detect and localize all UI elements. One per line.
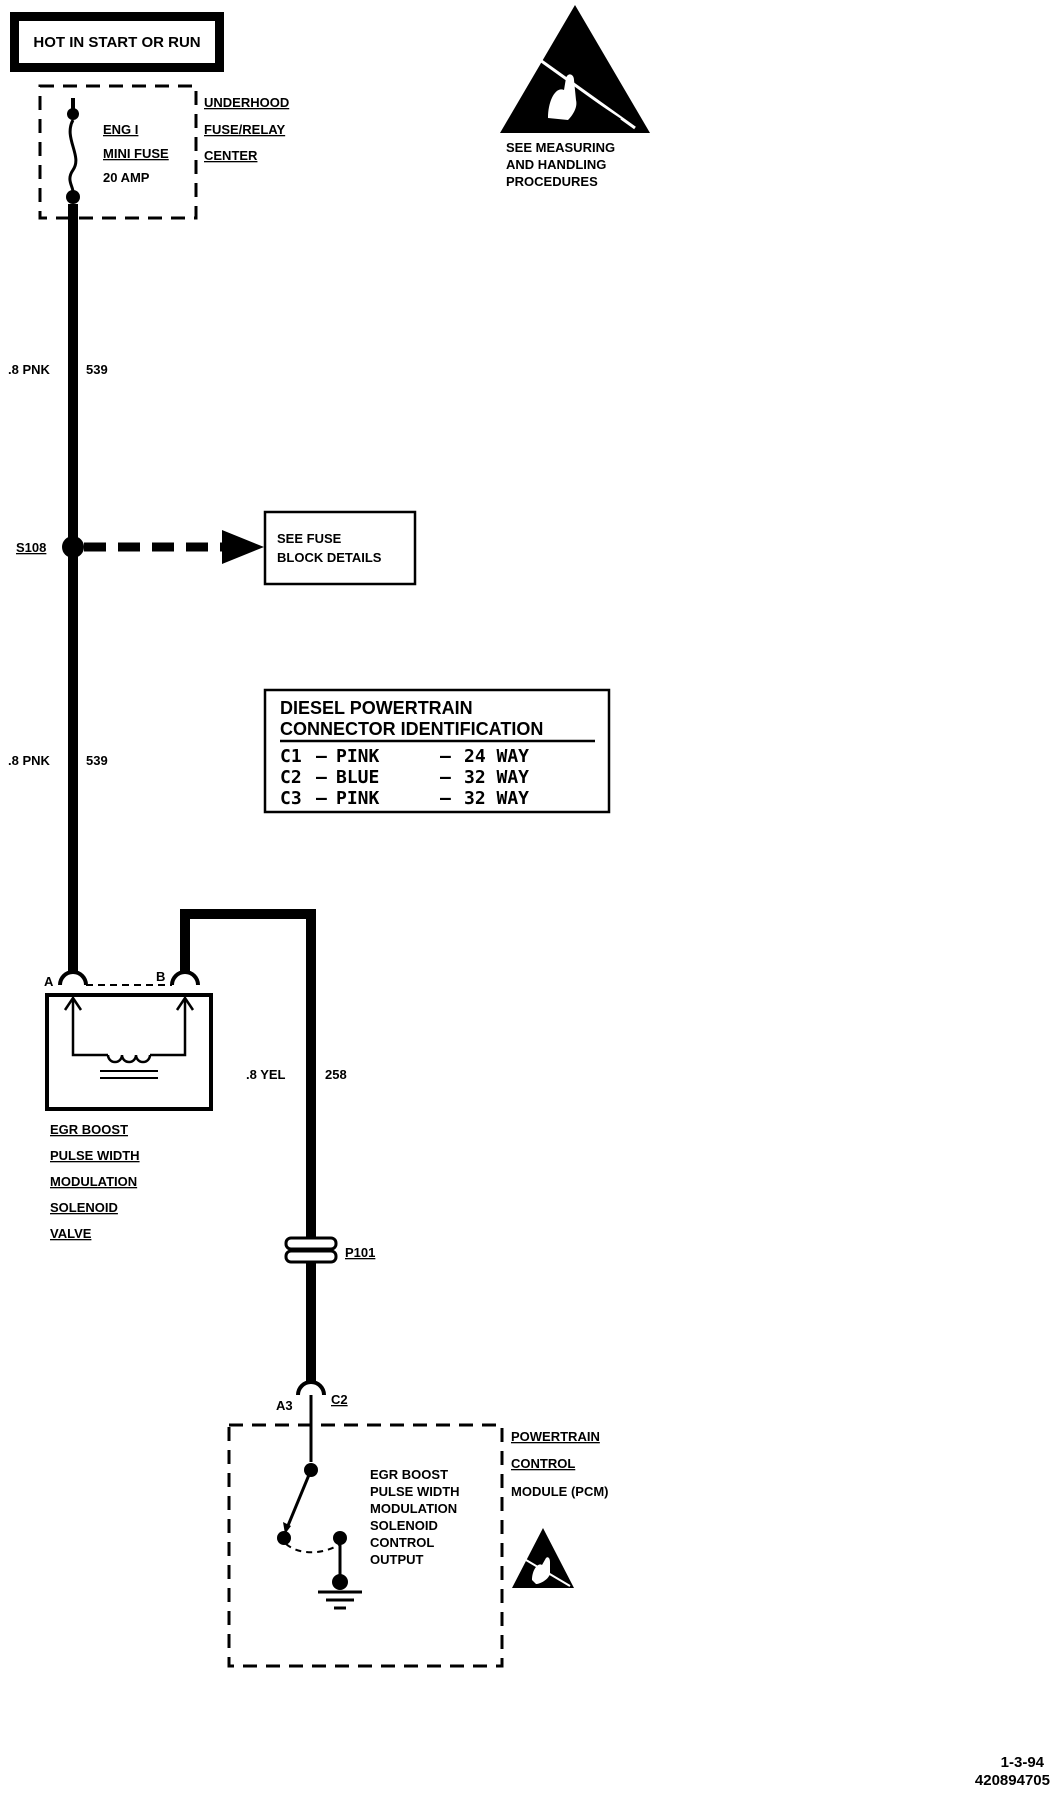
pcm-name-line: POWERTRAIN	[511, 1429, 600, 1444]
connector-row: C3 – PINK – 32 WAY	[280, 788, 529, 809]
wire-gauge-color: .8 YEL	[246, 1067, 286, 1082]
connector-id-title: DIESEL POWERTRAIN	[280, 698, 473, 718]
connector-row: C2 – BLUE – 32 WAY	[280, 767, 529, 788]
svg-text:C1: C1	[280, 746, 302, 767]
svg-text:–: –	[440, 788, 451, 809]
solenoid-name-line: PULSE WIDTH	[50, 1148, 140, 1163]
svg-text:–: –	[316, 767, 327, 788]
footer-date: 1-3-94	[1001, 1754, 1045, 1771]
power-source-box: HOT IN START OR RUN	[10, 12, 224, 72]
pass-through-id: P101	[345, 1245, 375, 1260]
svg-text:C2: C2	[280, 767, 302, 788]
esd-warning-icon	[500, 5, 650, 133]
control-wire	[180, 909, 316, 1247]
pin-a-connector	[58, 970, 88, 986]
pcm-output-line: EGR BOOST	[370, 1467, 448, 1482]
pcm-connector-label: C2	[331, 1392, 348, 1407]
pin-b-connector	[170, 970, 200, 986]
splice-s108: S108	[16, 530, 264, 564]
svg-text:BLUE: BLUE	[336, 767, 379, 788]
svg-text:32 WAY: 32 WAY	[464, 767, 529, 788]
solenoid-name-line: VALVE	[50, 1226, 92, 1241]
fuse-block-details-ref: SEE FUSE BLOCK DETAILS	[263, 510, 417, 586]
ref-line: BLOCK DETAILS	[277, 550, 382, 565]
fuse-location-line: CENTER	[204, 148, 258, 163]
esd-notice-line: SEE MEASURING	[506, 140, 615, 155]
svg-text:–: –	[440, 767, 451, 788]
pin-a-label: A	[44, 974, 54, 989]
pin-b-label: B	[156, 969, 165, 984]
pcm-module: A3 C2 EGR BOOST PULSE WIDTH MODULATION S…	[227, 1380, 609, 1668]
wire-circuit-number: 539	[86, 362, 108, 377]
svg-text:PINK: PINK	[336, 746, 380, 767]
esd-warning-icon	[512, 1528, 574, 1588]
svg-text:PINK: PINK	[336, 788, 380, 809]
egr-solenoid: A B EGR BOOST PULSE WIDTH MODULATION SOL…	[44, 909, 316, 1247]
esd-notice-line: PROCEDURES	[506, 174, 598, 189]
esd-notice: SEE MEASURING AND HANDLING PROCEDURES	[500, 5, 650, 189]
wire-gauge-color: .8 PNK	[8, 753, 51, 768]
footer-code: 420894705	[975, 1772, 1050, 1789]
ref-line: SEE FUSE	[277, 531, 342, 546]
pass-through-p101: P101	[284, 1236, 375, 1382]
connector-id-title: CONNECTOR IDENTIFICATION	[280, 719, 543, 739]
solenoid-name-line: MODULATION	[50, 1174, 137, 1189]
pcm-output-line: PULSE WIDTH	[370, 1484, 460, 1499]
fuse-element-icon	[68, 119, 78, 193]
svg-text:–: –	[440, 746, 451, 767]
pcm-connector	[296, 1380, 326, 1396]
svg-text:C3: C3	[280, 788, 302, 809]
pcm-output-line: CONTROL	[370, 1535, 434, 1550]
pcm-pin-label: A3	[276, 1398, 293, 1413]
fuse-rating: 20 AMP	[103, 170, 150, 185]
svg-text:–: –	[316, 788, 327, 809]
pcm-output-line: MODULATION	[370, 1501, 457, 1516]
solenoid-name-line: SOLENOID	[50, 1200, 118, 1215]
fuse-location-line: UNDERHOOD	[204, 95, 289, 110]
esd-notice-line: AND HANDLING	[506, 157, 606, 172]
pcm-output-line: SOLENOID	[370, 1518, 438, 1533]
pcm-output-line: OUTPUT	[370, 1552, 424, 1567]
pcm-name-line: CONTROL	[511, 1456, 575, 1471]
fuse-name: ENG I	[103, 122, 138, 137]
svg-text:–: –	[316, 746, 327, 767]
pcm-name-line: MODULE (PCM)	[511, 1484, 609, 1499]
wire-gauge-color: .8 PNK	[8, 362, 51, 377]
coil-icon	[106, 1054, 152, 1064]
power-source-label: HOT IN START OR RUN	[33, 34, 200, 51]
wire-circuit-number: 258	[325, 1067, 347, 1082]
svg-text:32 WAY: 32 WAY	[464, 788, 529, 809]
svg-text:24 WAY: 24 WAY	[464, 746, 529, 767]
fuse-type: MINI FUSE	[103, 146, 169, 161]
arrow-right-icon	[222, 530, 264, 564]
connector-id-table: DIESEL POWERTRAIN CONNECTOR IDENTIFICATI…	[263, 688, 611, 814]
ground-icon	[318, 1590, 362, 1610]
connector-row: C1 – PINK – 24 WAY	[280, 746, 529, 767]
solenoid-name-line: EGR BOOST	[50, 1122, 128, 1137]
fuse-location-line: FUSE/RELAY	[204, 122, 285, 137]
wire-circuit-number: 539	[86, 753, 108, 768]
fuse-block: ENG I MINI FUSE 20 AMP UNDERHOOD FUSE/RE…	[38, 84, 289, 220]
splice-id: S108	[16, 540, 46, 555]
